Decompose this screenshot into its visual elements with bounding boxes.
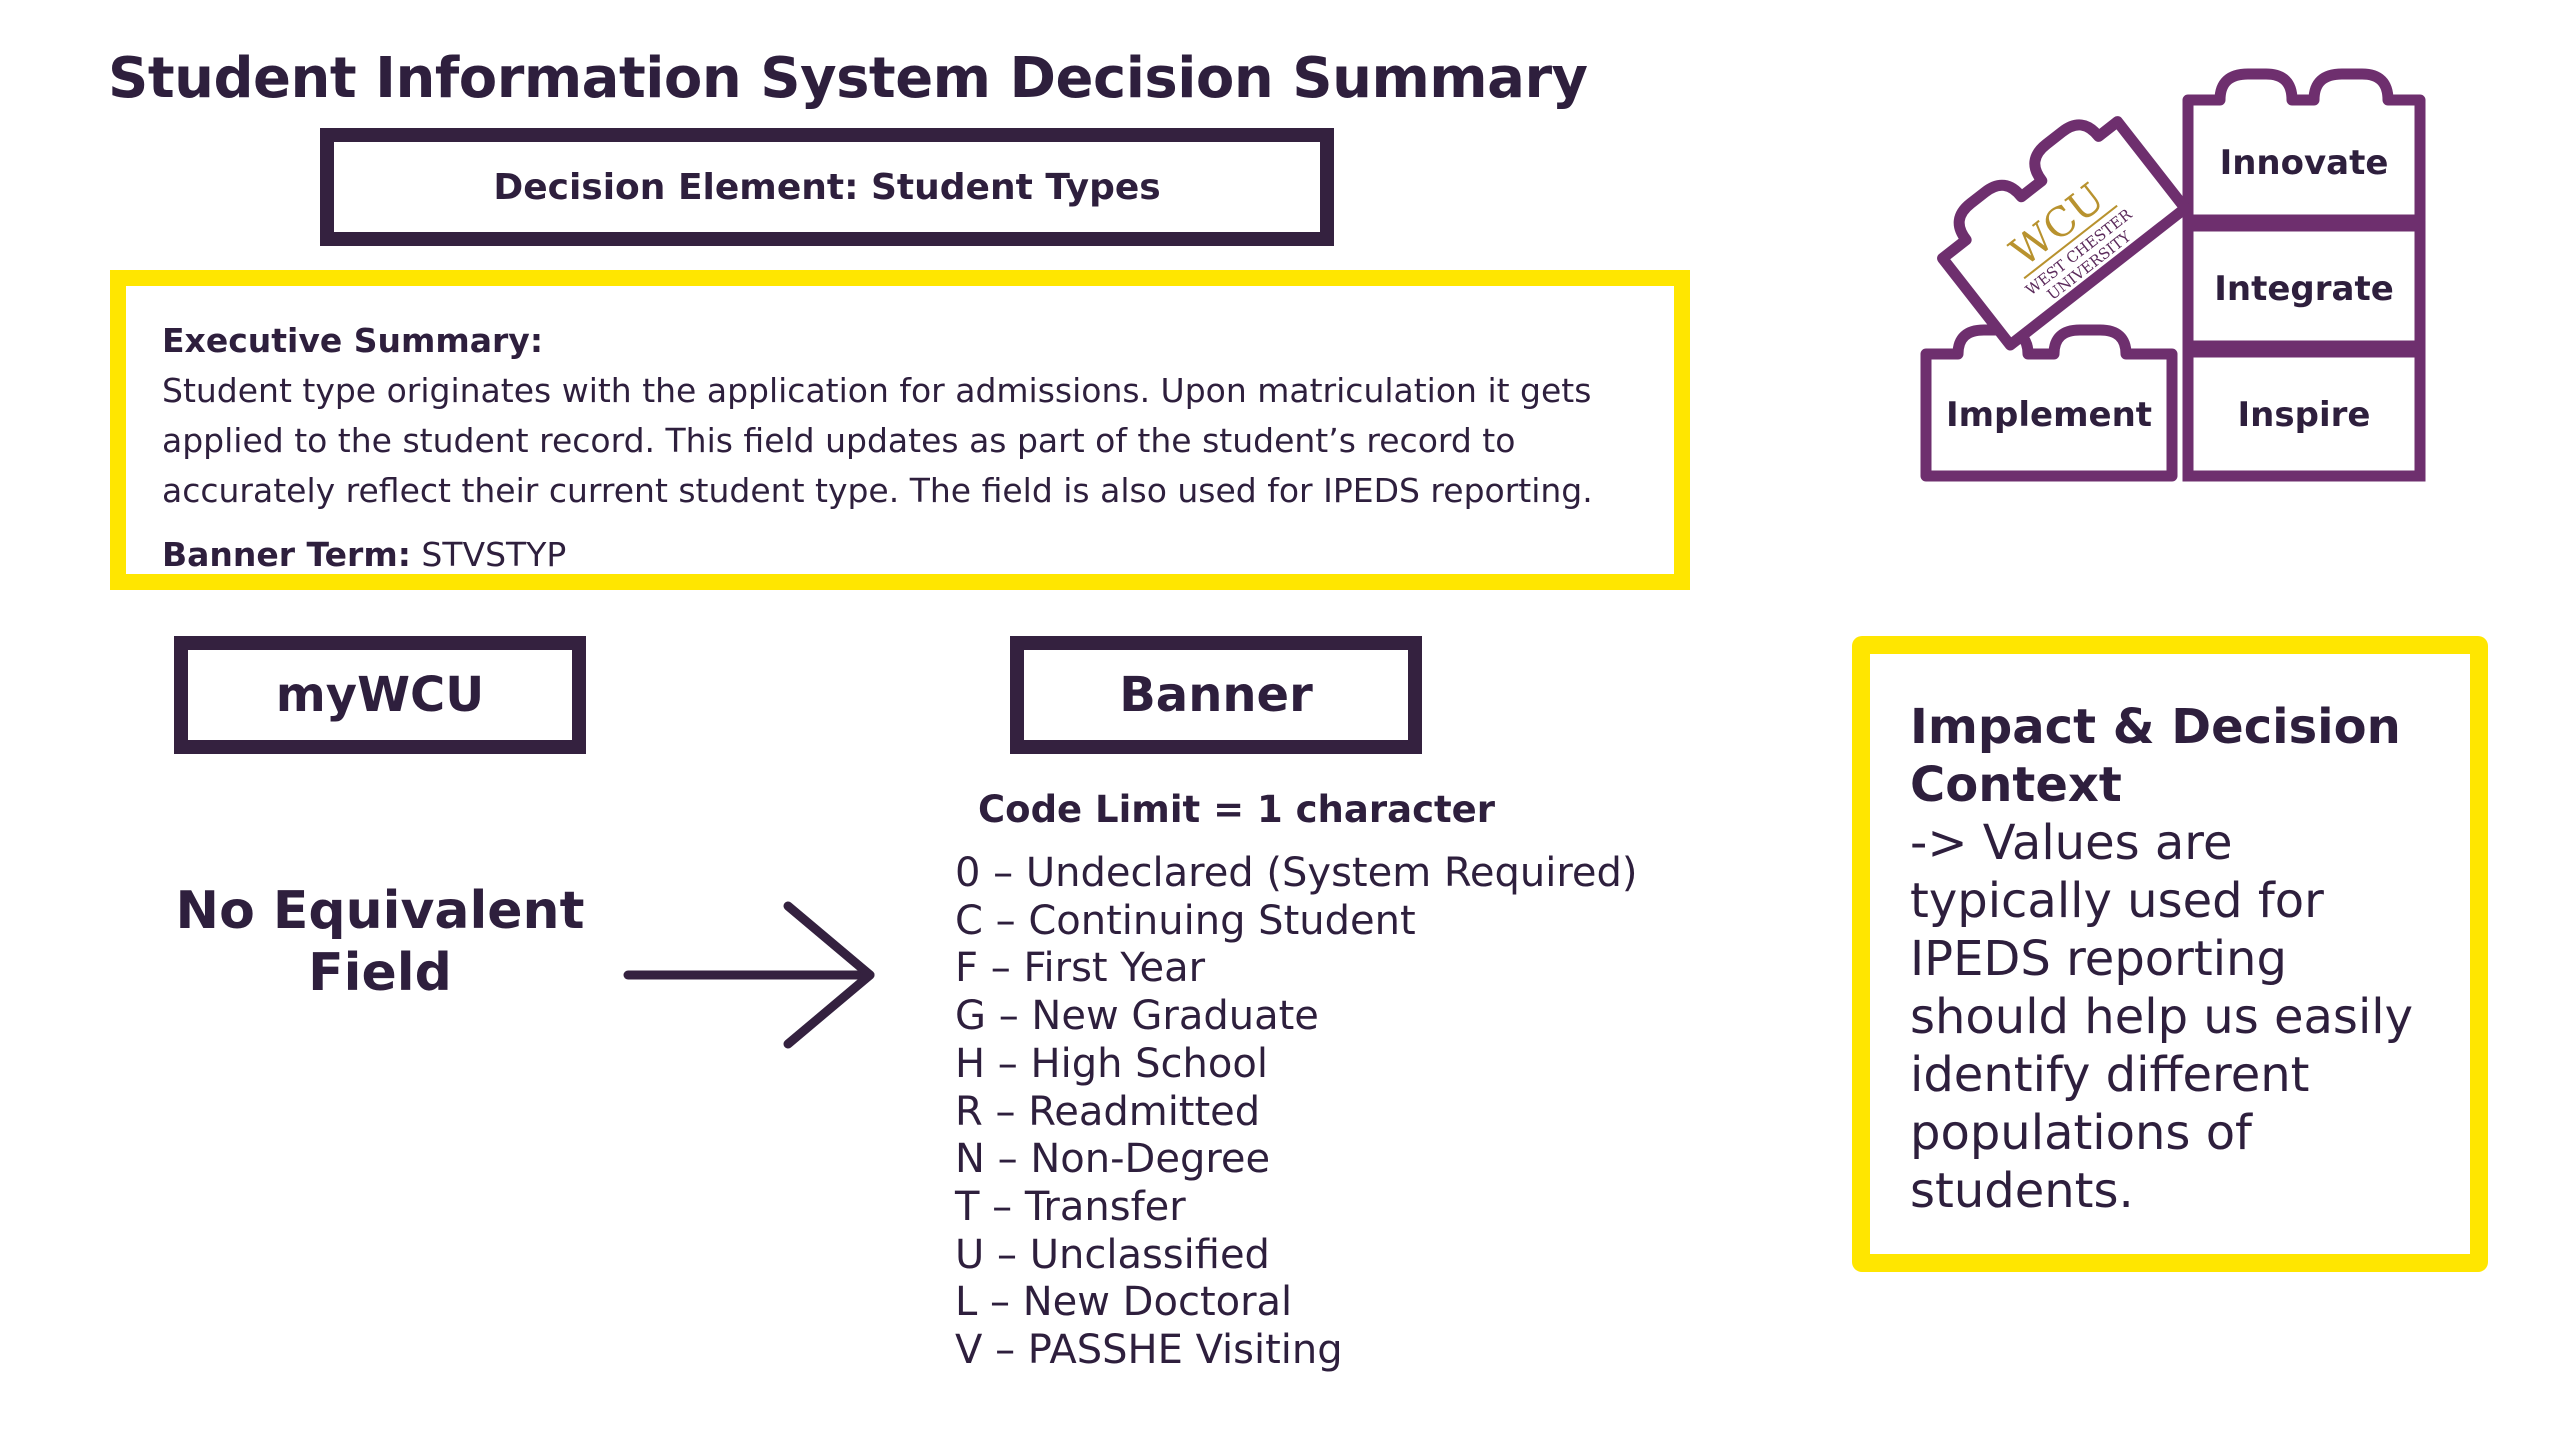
banner-term-label: Banner Term: <box>162 535 411 574</box>
puzzle-label-inspire: Inspire <box>2238 395 2371 435</box>
impact-body: -> Values are typically used for IPEDS r… <box>1910 815 2414 1219</box>
impact-decision-box: Impact & Decision Context -> Values are … <box>1852 636 2488 1272</box>
list-item: V – PASSHE Visiting <box>955 1327 1343 1374</box>
banner-term-value: STVSTYP <box>410 535 567 574</box>
mywcu-label: myWCU <box>275 667 485 723</box>
executive-summary-heading: Executive Summary: <box>162 321 544 360</box>
mywcu-no-equivalent-text: No Equivalent Field <box>175 881 585 1003</box>
right-arrow-icon <box>623 901 875 1049</box>
banner-box: Banner <box>1010 636 1422 754</box>
puzzle-piece-innovate: Innovate <box>2182 68 2426 226</box>
banner-term: Banner Term: STVSTYP <box>162 530 1638 580</box>
puzzle-label-integrate: Integrate <box>2214 269 2394 309</box>
list-item: 0 – Undeclared (System Required) <box>955 850 1638 896</box>
list-item: N – Non-Degree <box>955 1136 1271 1183</box>
puzzle-piece-wcu: WCU WEST CHESTER UNIVERSITY <box>1937 116 2191 351</box>
puzzle-label-implement: Implement <box>1946 395 2152 435</box>
impact-heading: Impact & Decision Context <box>1910 699 2401 813</box>
wcu-puzzle-logo: Innovate Integrate Inspire Implement WCU… <box>1920 68 2426 482</box>
puzzle-piece-integrate: Integrate <box>2182 220 2426 352</box>
code-limit-text: Code Limit = 1 character <box>978 788 1496 831</box>
puzzle-piece-inspire: Inspire <box>2182 346 2426 482</box>
decision-element-label: Decision Element: Student Types <box>493 166 1161 208</box>
puzzle-piece-implement: Implement <box>1920 324 2178 482</box>
list-item: T – Transfer <box>955 1183 1186 1230</box>
list-item: U – Unclassified <box>955 1231 1270 1278</box>
list-item: C – Continuing Student <box>955 897 1416 944</box>
student-type-code-list: 0 – Undeclared (System Required) C – Con… <box>955 850 1638 1375</box>
decision-element-box: Decision Element: Student Types <box>320 128 1334 246</box>
list-item: R – Readmitted <box>955 1088 1261 1135</box>
banner-label: Banner <box>1119 667 1313 723</box>
mywcu-box: myWCU <box>174 636 586 754</box>
list-item: L – New Doctoral <box>955 1279 1293 1326</box>
page-title: Student Information System Decision Summ… <box>108 46 1588 111</box>
list-item: G – New Graduate <box>955 993 1319 1040</box>
list-item: F – First Year <box>955 945 1206 992</box>
puzzle-label-innovate: Innovate <box>2220 143 2389 183</box>
executive-summary-box: Executive Summary: Student type originat… <box>110 270 1690 590</box>
executive-summary-body: Student type originates with the applica… <box>162 371 1593 510</box>
list-item: H – High School <box>955 1040 1268 1087</box>
